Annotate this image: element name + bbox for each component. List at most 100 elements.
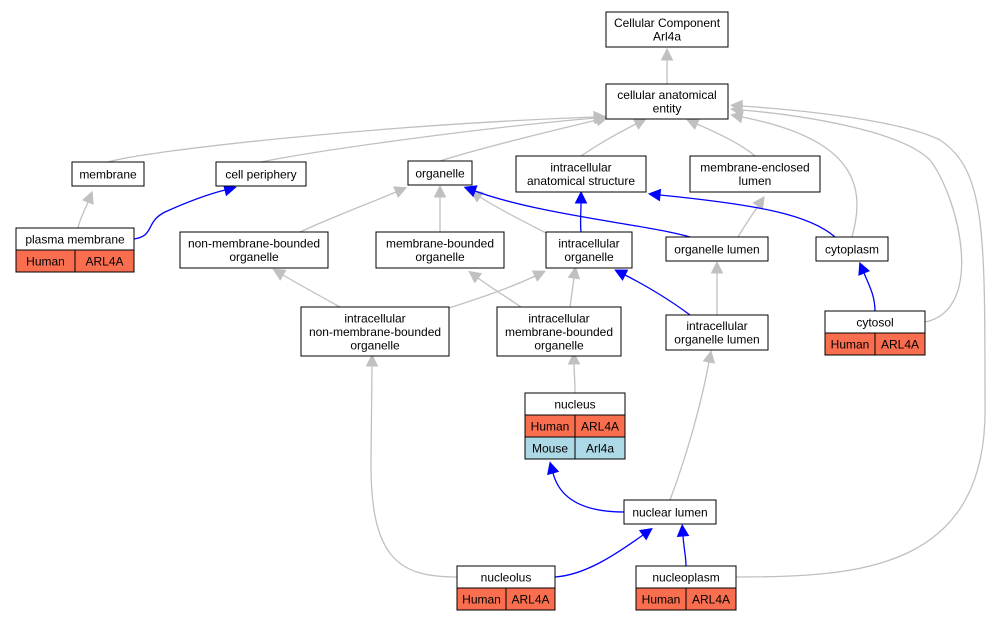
gene-label: ARL4A	[85, 254, 123, 268]
node-label: intracellular	[528, 311, 589, 325]
edge-cytosol-to-cae	[729, 103, 963, 323]
edge-line	[624, 274, 691, 316]
arrowhead	[676, 523, 690, 537]
node-box	[545, 231, 633, 269]
edge-iol-to-ol	[710, 260, 724, 315]
arrowhead	[365, 353, 379, 367]
species-label: Human	[642, 592, 681, 606]
node-box	[179, 231, 329, 269]
arrowhead	[660, 47, 674, 61]
node-label: cytosol	[856, 315, 893, 329]
edge-line	[737, 205, 759, 238]
edge-line	[133, 189, 226, 240]
node-label: Cellular Component	[614, 16, 721, 30]
node-label: organelle	[415, 166, 465, 180]
edge-line	[474, 190, 691, 238]
node-membrane[interactable]: membrane	[71, 161, 145, 187]
arrowhead	[468, 270, 483, 284]
edge-line	[77, 201, 89, 229]
node-box	[515, 155, 647, 193]
arrowhead	[752, 195, 765, 210]
node-organelle[interactable]: organelle	[407, 160, 473, 186]
node-label: nucleus	[554, 397, 595, 411]
edge-cellperiphery-to-cae	[260, 111, 608, 163]
node-label: non-membrane-bounded	[309, 325, 441, 339]
node-label: organelle	[534, 338, 584, 352]
node-label: cell periphery	[225, 167, 296, 181]
arrowhead	[81, 190, 94, 205]
edge-organelle-to-cae	[439, 113, 609, 162]
node-label: nucleolus	[481, 570, 532, 584]
arrowhead	[638, 527, 653, 541]
edge-line	[477, 277, 522, 308]
species-label: Human	[831, 337, 870, 351]
node-box	[496, 306, 622, 357]
gene-label: ARL4A	[581, 419, 619, 433]
edge-nucleoplasm-to-cae	[729, 99, 986, 578]
edge-line	[479, 196, 547, 234]
node-label: membrane-enclosed	[700, 161, 809, 175]
edge-line	[448, 275, 536, 309]
edges-layer	[77, 47, 986, 578]
arrowhead	[547, 461, 560, 476]
edge-nucleolus-to-nuclearlumen	[554, 527, 653, 578]
edge-line	[735, 105, 986, 578]
edge-line	[669, 361, 710, 501]
node-box	[605, 11, 729, 48]
node-label: nucleoplasm	[652, 570, 719, 584]
node-nuclearlumen[interactable]: nuclear lumen	[623, 499, 717, 525]
edge-line	[299, 191, 397, 233]
node-ol[interactable]: organelle lumen	[665, 236, 769, 262]
node-inmbo[interactable]: intracellularnon-membrane-boundedorganel…	[300, 306, 450, 357]
arrowhead	[685, 118, 701, 130]
edge-imbo-to-mbo	[468, 270, 522, 308]
edge-nucleolus-to-inmbo	[365, 353, 458, 578]
node-label: cellular anatomical	[617, 88, 716, 102]
edge-line	[282, 274, 341, 308]
edge-pm-to-cellperiphery	[133, 184, 237, 240]
species-label: Human	[531, 419, 570, 433]
gene-label: ARL4A	[511, 592, 549, 606]
arrowhead	[567, 265, 581, 280]
edge-nuclearlumen-to-iol	[669, 350, 716, 501]
annotation-row-human: Human ARL4A	[524, 414, 626, 438]
node-cellperiphery[interactable]: cell periphery	[215, 161, 307, 187]
edge-pm-to-membrane	[77, 190, 94, 229]
edge-mbo-to-organelle	[433, 184, 447, 232]
node-label: intracellular	[558, 237, 619, 251]
node-box	[605, 83, 729, 120]
arrowhead	[614, 269, 629, 281]
arrowhead	[531, 270, 546, 282]
node-label: organelle	[350, 338, 400, 352]
node-label: non-membrane-bounded	[188, 237, 320, 251]
node-cytoplasm[interactable]: cytoplasm	[815, 236, 889, 262]
arrowhead	[595, 113, 609, 127]
node-label: plasma membrane	[25, 232, 125, 246]
edge-line	[863, 272, 876, 312]
edge-cytosol-to-cytoplasm	[858, 261, 876, 312]
edge-imbo-to-io	[567, 265, 581, 308]
node-box	[71, 161, 145, 187]
edge-ol-to-mel	[737, 195, 765, 238]
edge-line	[370, 365, 458, 578]
node-box	[375, 231, 505, 269]
node-box	[815, 236, 889, 262]
edge-line	[580, 123, 637, 157]
